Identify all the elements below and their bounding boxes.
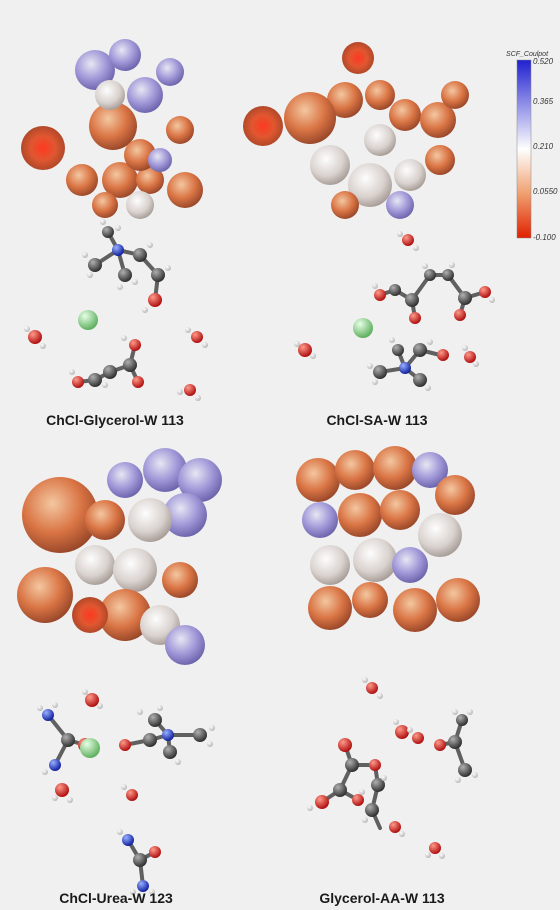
panel-label-glycerol-aa-w: Glycerol-AA-W 113: [319, 890, 445, 906]
ball-stick-chcl-sa-w: [294, 231, 495, 391]
colorbar-tick: 0.0550: [533, 187, 558, 196]
colorbar-title: SCF_Coulpot: [506, 51, 549, 58]
colorbar-tick-max: 0.520: [533, 57, 554, 66]
colorbar: SCF_Coulpot 0.520 0.365 0.210 0.0550 -0.…: [506, 51, 558, 242]
panel-label-chcl-urea-w: ChCl-Urea-W 123: [59, 890, 173, 906]
esp-surface-chcl-urea-w: [17, 448, 222, 665]
esp-surface-chcl-glycerol-w: [21, 39, 203, 219]
esp-surface-glycerol-aa-w: [296, 446, 480, 632]
ball-stick-chcl-urea-w: [37, 689, 215, 895]
colorbar-tick-mid: 0.210: [533, 142, 554, 151]
colorbar-tick: 0.365: [533, 97, 554, 106]
ball-stick-glycerol-aa-w: [307, 677, 478, 859]
colorbar-tick-min: -0.100: [533, 233, 556, 242]
ball-stick-chcl-glycerol-w: [24, 219, 208, 401]
esp-surface-chcl-sa-w: [243, 42, 469, 219]
panel-label-chcl-glycerol-w: ChCl-Glycerol-W 113: [46, 412, 184, 428]
panel-label-chcl-sa-w: ChCl-SA-W 113: [326, 412, 428, 428]
